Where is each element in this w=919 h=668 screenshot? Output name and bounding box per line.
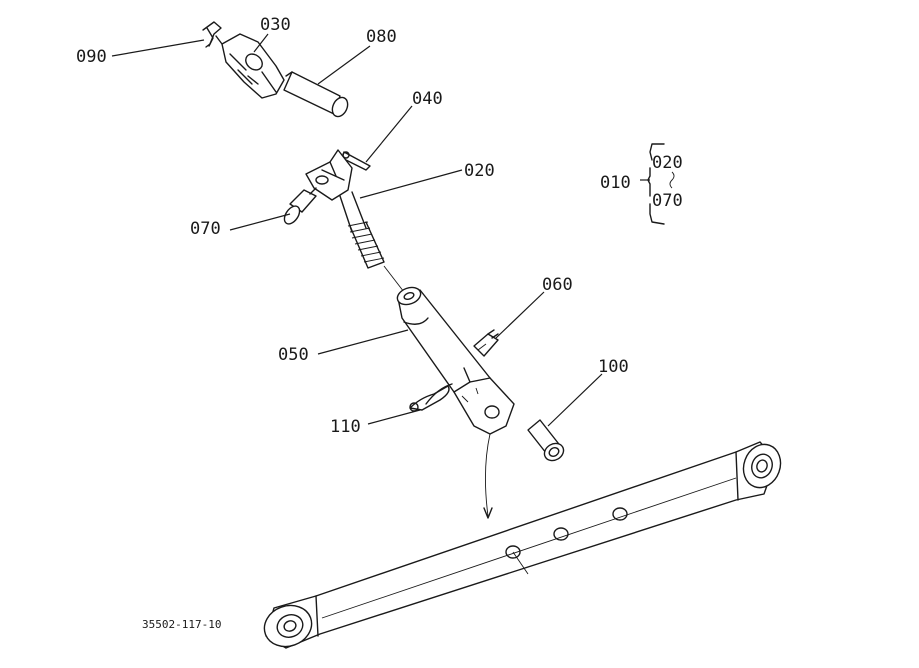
- lower-link-arm: [263, 441, 782, 649]
- part-020-screw-yoke: [305, 149, 405, 293]
- part-080-pin: [283, 71, 349, 118]
- part-090-r-pin: [202, 21, 223, 48]
- part-100-pin: [527, 419, 565, 462]
- label-040: 040: [412, 89, 443, 109]
- group-bracket-bottom: [649, 203, 665, 225]
- group-last-label: 070: [652, 191, 683, 211]
- group-first-label: 020: [652, 153, 683, 173]
- group-parent-label: 010: [600, 173, 631, 193]
- label-080: 080: [366, 27, 397, 47]
- part-050-tube-body: [396, 286, 515, 435]
- group-bracket-mid: [647, 167, 651, 197]
- label-020: 020: [464, 161, 495, 181]
- part-110-r-pin: [409, 383, 453, 412]
- attachment-arrow: [483, 433, 493, 519]
- label-100: 100: [598, 357, 629, 377]
- group-range-tilde: [669, 171, 675, 189]
- label-050: 050: [278, 345, 309, 365]
- label-060: 060: [542, 275, 573, 295]
- part-070-clevis-pin: [283, 187, 317, 225]
- callout-labels: 090 030 080 040 020 070 060 050 100 110: [76, 15, 629, 437]
- leader-lines: [111, 33, 650, 427]
- assembly-group-note: 010 020 070: [600, 143, 683, 225]
- label-070: 070: [190, 219, 221, 239]
- label-030: 030: [260, 15, 291, 35]
- label-090: 090: [76, 47, 107, 67]
- label-110: 110: [330, 417, 361, 437]
- drawing-code: 35502-117-10: [142, 618, 221, 631]
- part-030-clevis-end: [221, 33, 285, 99]
- part-060-grease-nipple: [473, 329, 499, 357]
- group-bracket-top: [649, 143, 665, 161]
